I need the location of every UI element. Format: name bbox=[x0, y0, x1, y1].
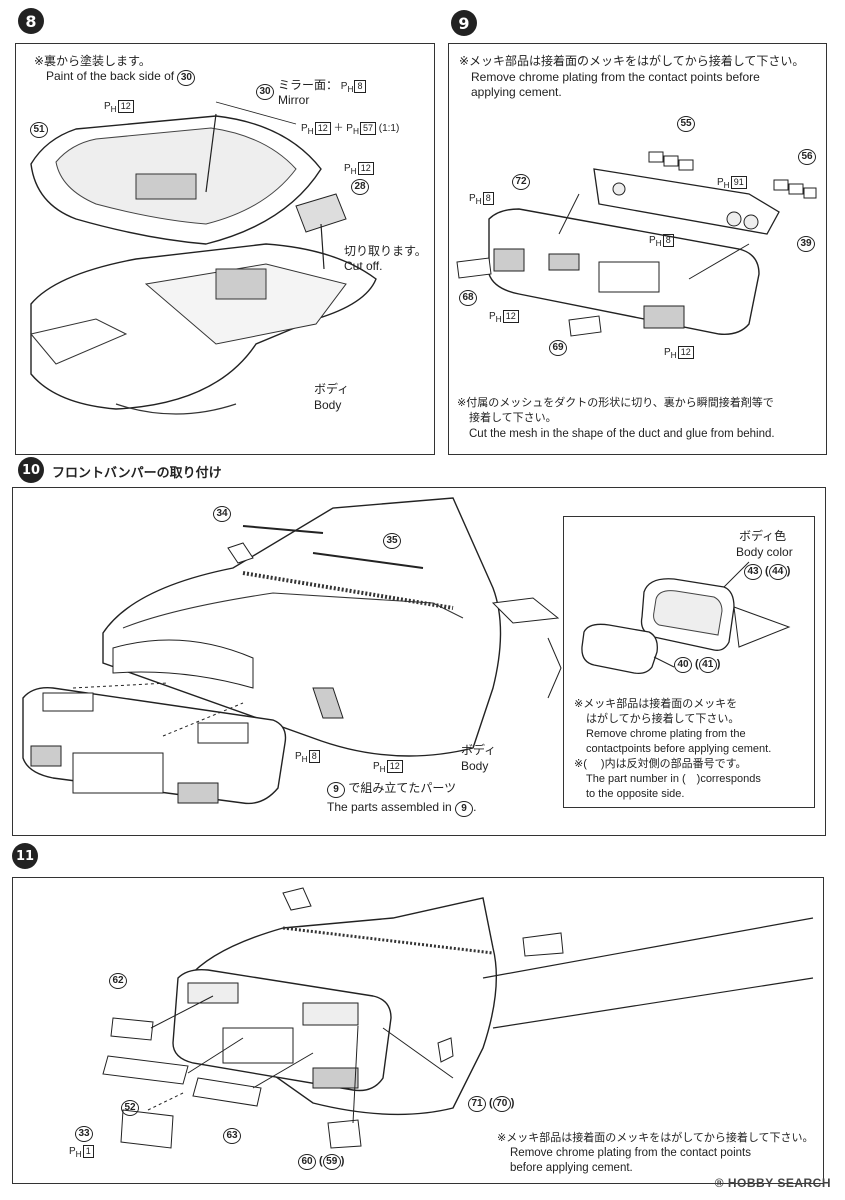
step-8-body-en: Body bbox=[314, 398, 342, 412]
part-52: 52 bbox=[121, 1100, 139, 1116]
step-10-assembled-en: The parts assembled in 9. bbox=[327, 800, 476, 817]
step-9-mesh-en: Cut the mesh in the shape of the duct an… bbox=[469, 428, 775, 440]
step-11-number: 11 bbox=[12, 843, 38, 869]
inset-note2-jp: はがしてから接着して下さい。 bbox=[586, 713, 740, 725]
step-8-body-jp: ボディ bbox=[314, 382, 350, 396]
inset-note3-en: The part number in ( )corresponds bbox=[586, 773, 761, 785]
step-8-number: 8 bbox=[18, 8, 44, 34]
inset-color-jp: ボディ色 bbox=[739, 529, 787, 543]
step-10-mirror-inset: ボディ色 Body color 43 (44) 40 (41) ※メッキ部品は接… bbox=[563, 516, 815, 808]
step-11-illustration bbox=[102, 887, 814, 1149]
step-8-note-ref: 30 bbox=[177, 70, 196, 86]
inset-color-en: Body color bbox=[736, 545, 793, 559]
step-9-note-en1: Remove chrome plating from the contact p… bbox=[471, 70, 760, 84]
step-9-mesh-jp1: ※付属のメッシュをダクトの形状に切り、裏から瞬間接着剤等で bbox=[457, 397, 774, 409]
part-68: 68 bbox=[459, 290, 477, 306]
mirror-illustration bbox=[581, 561, 791, 675]
step-9-number: 9 bbox=[451, 10, 477, 36]
part-30: 30 bbox=[256, 84, 274, 100]
part-55: 55 bbox=[677, 116, 695, 132]
part-51: 51 bbox=[30, 122, 48, 138]
step-10-number: 10 bbox=[18, 457, 44, 483]
part-63: 63 bbox=[223, 1128, 241, 1144]
step-8-panel: ※裏から塗装します。 Paint of the back side of 30 … bbox=[15, 43, 435, 455]
part-33: 33 bbox=[75, 1126, 93, 1142]
step-10-body-jp: ボディ bbox=[461, 743, 497, 757]
inset-note1-en: Remove chrome plating from the bbox=[586, 728, 746, 740]
step-9-mesh-jp2: 接着して下さい。 bbox=[469, 412, 557, 424]
step-8-note-en: Paint of the back side of 30 bbox=[46, 69, 196, 86]
part-72: 72 bbox=[512, 174, 530, 190]
inset-note3-jp: ※( )内は反対側の部品番号です。 bbox=[574, 758, 747, 770]
inset-note2-en: contactpoints before applying cement. bbox=[586, 743, 772, 755]
part-35: 35 bbox=[383, 533, 401, 549]
part-60: 60 (59) bbox=[298, 1154, 344, 1170]
hobby-search-watermark: ® HOBBY SEARCH bbox=[714, 1176, 831, 1190]
part-28: 28 bbox=[351, 179, 369, 195]
step-10-body-en: Body bbox=[461, 759, 489, 773]
part-56: 56 bbox=[798, 149, 816, 165]
inset-note1-jp: ※メッキ部品は接着面のメッキを bbox=[574, 698, 738, 710]
step-9-panel: ※メッキ部品は接着面のメッキをはがしてから接着して下さい。 Remove chr… bbox=[448, 43, 827, 455]
step-9-illustration bbox=[456, 151, 817, 337]
part-71: 71 (70) bbox=[468, 1096, 514, 1112]
step-11-note-en1: Remove chrome plating from the contact p… bbox=[510, 1147, 751, 1159]
step-9-note-jp: ※メッキ部品は接着面のメッキをはがしてから接着して下さい。 bbox=[459, 54, 805, 68]
step-8-cut-jp: 切り取ります。 bbox=[344, 244, 427, 258]
part-69: 69 bbox=[549, 340, 567, 356]
step-8-mirror-en: Mirror bbox=[278, 93, 310, 107]
step-10-assembled-jp: 9 で組み立てたパーツ bbox=[327, 781, 456, 798]
part-43: 43 (44) bbox=[744, 564, 790, 580]
part-34: 34 bbox=[213, 506, 231, 522]
step-8-illustration bbox=[30, 101, 377, 415]
step-11-note-en2: before applying cement. bbox=[510, 1162, 633, 1174]
part-40: 40 (41) bbox=[674, 657, 720, 673]
step-9-note-en2: applying cement. bbox=[471, 85, 562, 99]
step-10-title: フロントバンパーの取り付け bbox=[52, 465, 222, 480]
inset-note4-en: to the opposite side. bbox=[586, 788, 685, 800]
step-10-assembled-ref: 9 bbox=[327, 782, 345, 798]
step-8-note-jp: ※裏から塗装します。 bbox=[34, 54, 151, 68]
step-11-note-jp: ※メッキ部品は接着面のメッキをはがしてから接着して下さい。 bbox=[497, 1132, 814, 1144]
part-39: 39 bbox=[797, 236, 815, 252]
step-10-illustration bbox=[22, 497, 562, 805]
step-8-cut-en: Cut off. bbox=[344, 259, 383, 273]
part-62: 62 bbox=[109, 973, 127, 989]
